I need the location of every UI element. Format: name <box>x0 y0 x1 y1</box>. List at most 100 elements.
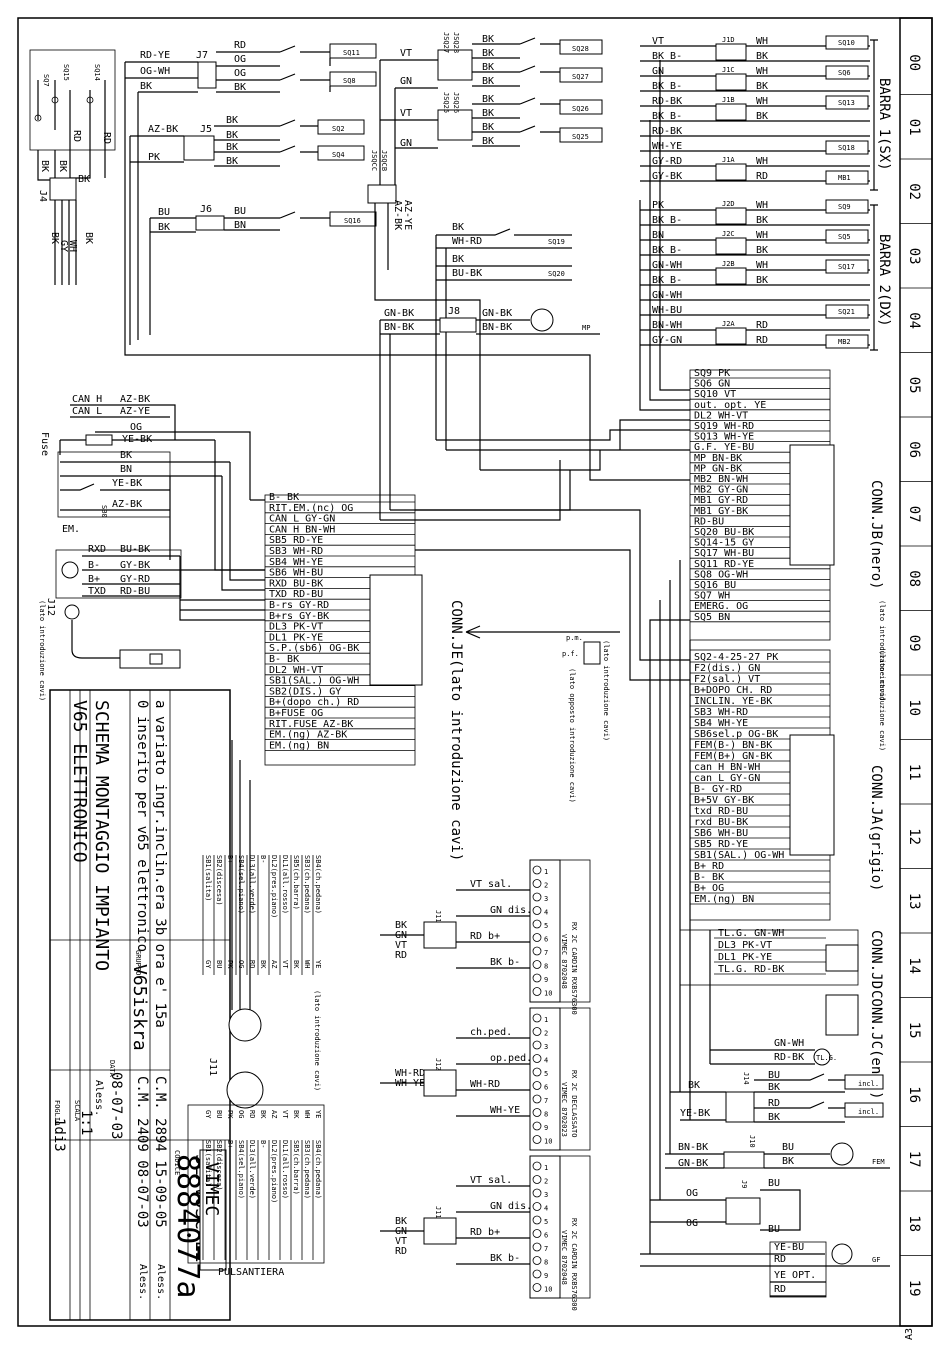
svg-text:BU: BU <box>768 1070 780 1081</box>
zone-label: 18 <box>906 1215 922 1232</box>
pin-label: CAN H BN-WH <box>269 524 335 535</box>
rx-connector <box>423 1069 457 1097</box>
j5-connector <box>183 135 215 161</box>
gf-group: YE-BU RD YE OPT. RD GF <box>640 1241 890 1298</box>
svg-text:GY-BK: GY-BK <box>120 560 150 571</box>
rx-terminal-screw <box>532 1027 542 1036</box>
svg-text:B-: B- <box>88 560 100 571</box>
svg-text:BK: BK <box>482 62 494 73</box>
rx-board-name: RX 2C CARDIN RXBS76300 <box>570 1218 578 1311</box>
pulsantiera-color: AZ <box>270 960 278 968</box>
svg-text:RD: RD <box>768 1098 780 1109</box>
svg-text:incl.: incl. <box>858 1108 879 1116</box>
rx-terminal-number: 7 <box>544 1097 548 1105</box>
rx-terminal-screw <box>532 892 542 902</box>
conn-jc-body <box>825 994 859 1036</box>
barra-device-label: SQ5 <box>838 233 851 241</box>
pin-label: EMERG. OG <box>694 601 748 612</box>
svg-text:DATA: DATA <box>108 1060 116 1078</box>
barra-wire-label: GY-BK <box>652 171 682 182</box>
rx-terminal-screw <box>532 1269 542 1279</box>
zone-label: 09 <box>906 635 922 652</box>
rx-terminal-number: 1 <box>544 868 548 876</box>
pulsantiera-label: SB4(sel.piano) <box>237 1140 245 1199</box>
rx-terminal-screw <box>532 1040 542 1050</box>
svg-text:OG-WH: OG-WH <box>140 66 170 77</box>
svg-text:RD: RD <box>71 130 82 142</box>
svg-text:JSQ25: JSQ25 <box>442 92 450 113</box>
pin-label: SQ19 WH-RD <box>694 421 754 432</box>
rx-terminal-screw <box>532 1229 542 1238</box>
svg-text:J9: J9 <box>740 1180 748 1188</box>
svg-text:SQ11: SQ11 <box>343 49 360 57</box>
svg-text:EM.: EM. <box>62 524 80 535</box>
barra-wire-label: BN-WH <box>652 320 682 331</box>
svg-text:VT: VT <box>400 48 412 59</box>
pin-label: B- GY-RD <box>694 784 742 795</box>
pin-label: RIT.FUSE AZ-BK <box>269 719 353 730</box>
sq19-sq20-group: BK WH-RD SQ19 BK BU-BK SQ20 <box>435 222 572 450</box>
rx-terminal-screw <box>532 1256 542 1265</box>
svg-text:BK: BK <box>226 142 238 153</box>
svg-text:BK: BK <box>158 222 170 233</box>
svg-text:RD: RD <box>101 132 112 144</box>
pin-label: DL3 PK-VT <box>718 940 772 951</box>
j14-connector <box>725 1091 755 1123</box>
svg-text:BK: BK <box>482 48 494 59</box>
pin-label: B+rs GY-BK <box>269 611 329 622</box>
rx-terminal-number: 2 <box>544 882 548 890</box>
svg-text:BN-BK: BN-BK <box>384 322 414 333</box>
rx-side-label: BK <box>395 920 407 931</box>
conn-jb-body <box>789 444 835 566</box>
rx-terminal-number: 10 <box>544 1138 552 1146</box>
barra-connector <box>715 43 747 61</box>
pin-label: DL1 PK-YE <box>718 952 772 963</box>
svg-text:SQ15: SQ15 <box>62 64 70 81</box>
svg-text:JSQ26: JSQ26 <box>452 92 460 113</box>
barra-wire-label: GY-RD <box>652 156 682 167</box>
zone-label: 01 <box>906 119 922 136</box>
j6-group: BU BK J6 BU BN SQ16 <box>150 204 377 233</box>
zone-label: 05 <box>906 377 922 394</box>
svg-text:(lato introduzione cavi): (lato introduzione cavi) <box>878 600 886 701</box>
rx-terminal-number: 3 <box>544 1043 548 1051</box>
pin-label: TXD RD-BU <box>269 589 323 600</box>
pulsantiera-label: DL1(all.rosso) <box>281 1140 289 1199</box>
barra-wire-label: BK B- <box>652 275 682 286</box>
zone-label: 03 <box>906 248 922 265</box>
pulsantiera-color: PK <box>226 960 234 969</box>
rx-board-body <box>559 1155 591 1299</box>
rx-wire-label: BK b- <box>490 1253 520 1264</box>
rx-terminal-screw <box>532 919 542 929</box>
svg-text:AZ-YE: AZ-YE <box>120 406 150 417</box>
svg-text:SQ28: SQ28 <box>572 45 589 53</box>
pin-label: SB4 WH-YE <box>269 557 323 568</box>
barra-wire-label: PK <box>652 200 664 211</box>
barra-device <box>825 304 869 319</box>
svg-text:(lato introduzione cavi): (lato introduzione cavi) <box>602 640 610 741</box>
barra-connector <box>715 73 747 91</box>
pin-label: B+FUSE OG <box>269 708 323 719</box>
svg-text:OG: OG <box>686 1188 698 1199</box>
rx-wire-label: GN dis. <box>490 1201 532 1212</box>
rx-terminal-screw <box>532 1094 542 1104</box>
pin-label: S.P.(sb6) OG-BK <box>269 643 359 654</box>
svg-text:J14: J14 <box>742 1072 750 1085</box>
j10-fem-group: BN-BK GN-BK J10 BU BK FEM <box>665 1135 890 1169</box>
barra-device <box>825 229 869 244</box>
svg-text:VT: VT <box>400 108 412 119</box>
pin-label: MP BN-BK <box>694 453 742 464</box>
svg-text:BK: BK <box>482 76 494 87</box>
svg-text:C.M. 2409 08-07-03: C.M. 2409 08-07-03 <box>134 1076 150 1228</box>
barra-device <box>825 199 869 214</box>
pin-label: SB1(SAL.) OG-WH <box>694 850 784 861</box>
svg-text:JSQ28: JSQ28 <box>452 32 460 53</box>
svg-text:VIMEC: VIMEC <box>201 1162 222 1216</box>
rx-terminal-number: 7 <box>544 949 548 957</box>
pulsantiera-color: BU <box>215 1110 223 1118</box>
svg-text:CAN L: CAN L <box>72 406 102 417</box>
svg-text:GN: GN <box>400 76 412 87</box>
barra-wire-label: BK <box>756 245 768 256</box>
rx-wire-label: BK b- <box>490 957 520 968</box>
